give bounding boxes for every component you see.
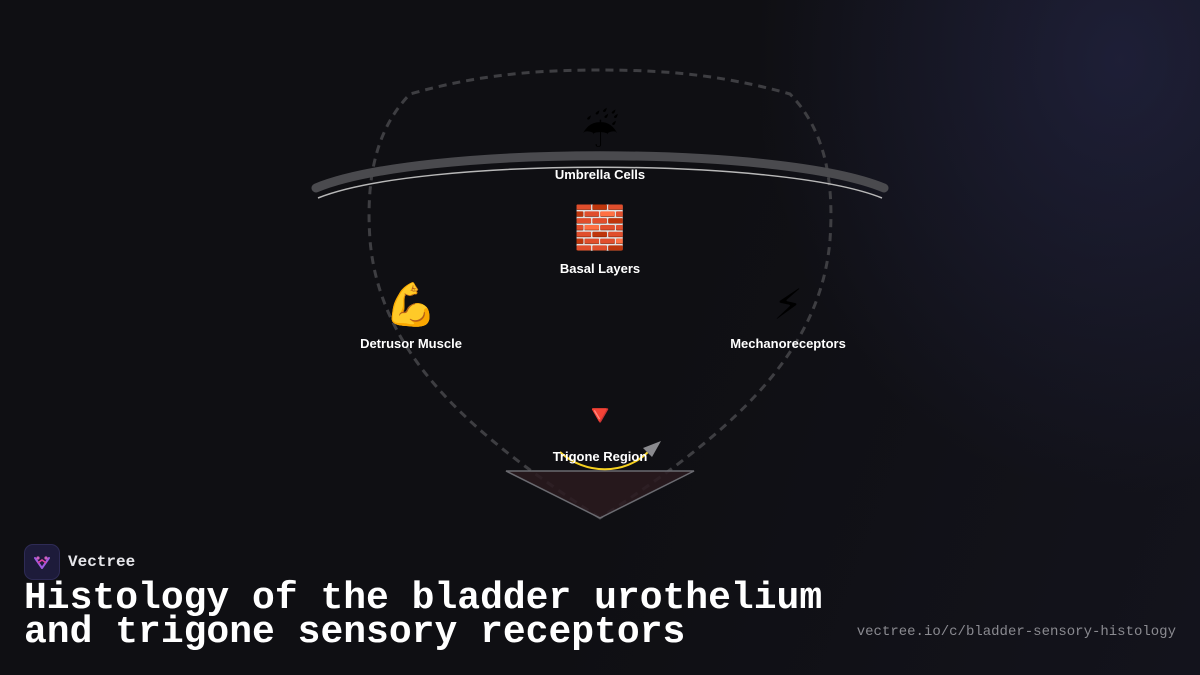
urothelium-line: [317, 166, 883, 199]
urothelium-band: [311, 151, 889, 193]
node-label-umbrella-cells: Umbrella Cells: [554, 167, 646, 182]
brand-name: Vectree: [68, 553, 136, 571]
page-title: Histology of the bladder urothelium and …: [24, 577, 823, 654]
node-label-trigone-region: Trigone Region: [552, 449, 648, 464]
source-url[interactable]: vectree.io/c/bladder-sensory-histology: [856, 624, 1176, 640]
umbrella-with-rain-icon: ☔: [581, 108, 619, 157]
node-label-detrusor-muscle: Detrusor Muscle: [360, 336, 462, 351]
vectree-logo-icon: [24, 544, 60, 580]
brand: Vectree: [24, 544, 135, 580]
lightning-icon: ⚡: [773, 280, 803, 329]
node-label-mechanoreceptors: Mechanoreceptors: [730, 336, 846, 351]
sensory-arc: [559, 451, 649, 471]
bladder-outline: [367, 68, 833, 520]
trigone-triangle: [505, 470, 695, 519]
red-triangle-down-icon: 🔻: [582, 399, 618, 432]
node-label-basal-layers: Basal Layers: [559, 261, 641, 276]
flexed-biceps-icon: 💪: [384, 280, 438, 329]
arrowhead-icon: [643, 441, 661, 457]
brick-icon: 🧱: [573, 203, 627, 252]
